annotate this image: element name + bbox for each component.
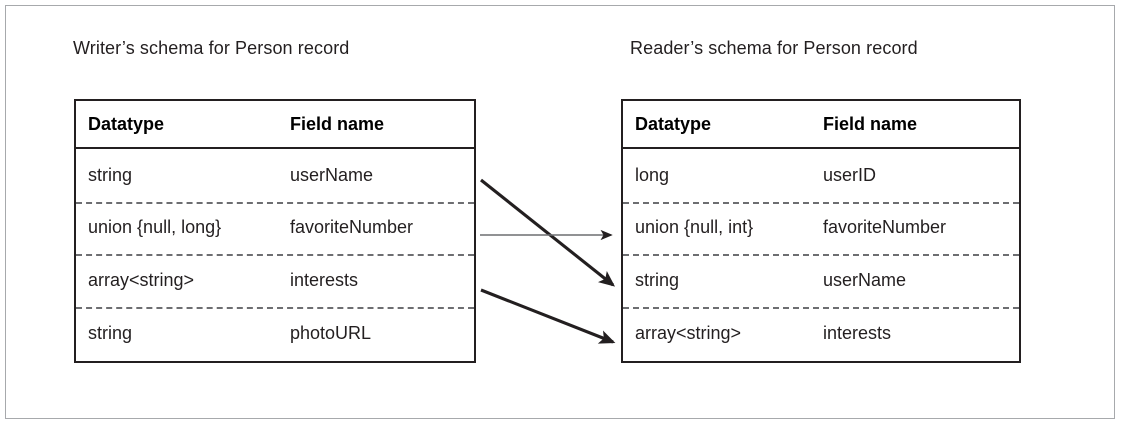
column-header-datatype: Datatype bbox=[88, 113, 165, 134]
cell-field-name: userID bbox=[823, 164, 877, 185]
cell-field-name: favoriteNumber bbox=[290, 217, 414, 238]
table-row: string userName bbox=[76, 149, 474, 202]
table-row: union {null, int} favoriteNumber bbox=[623, 201, 1019, 255]
table-header-row: Datatype Field name bbox=[76, 101, 474, 149]
cell-field-name: interests bbox=[823, 322, 892, 343]
cell-field-name: interests bbox=[290, 269, 359, 290]
cell-datatype: union {null, int} bbox=[635, 217, 754, 238]
writer-schema-table: Datatype Field name string userName unio… bbox=[74, 99, 476, 363]
cell-datatype: string bbox=[635, 269, 680, 290]
cell-datatype: array<string> bbox=[635, 322, 742, 343]
cell-field-name: favoriteNumber bbox=[823, 217, 947, 238]
cell-datatype: array<string> bbox=[88, 269, 195, 290]
cell-datatype: string bbox=[88, 322, 133, 343]
writer-schema-caption: Writer’s schema for Person record bbox=[73, 38, 350, 58]
cell-datatype: union {null, long} bbox=[88, 217, 222, 238]
table-header-row: Datatype Field name bbox=[623, 101, 1019, 149]
table-row: long userID bbox=[623, 149, 1019, 202]
cell-field-name: userName bbox=[823, 269, 907, 290]
column-header-field-name: Field name bbox=[823, 113, 918, 134]
column-header-datatype: Datatype bbox=[635, 113, 712, 134]
reader-schema-table: Datatype Field name long userID union {n… bbox=[621, 99, 1021, 363]
table-row: string photoURL bbox=[76, 306, 474, 360]
table-row: array<string> interests bbox=[623, 306, 1019, 360]
cell-field-name: photoURL bbox=[290, 322, 372, 343]
table-row: string userName bbox=[623, 254, 1019, 307]
reader-schema-caption: Reader’s schema for Person record bbox=[630, 38, 918, 58]
cell-datatype: long bbox=[635, 164, 670, 185]
cell-field-name: userName bbox=[290, 164, 374, 185]
table-row: union {null, long} favoriteNumber bbox=[76, 201, 474, 255]
table-row: array<string> interests bbox=[76, 254, 474, 307]
column-header-field-name: Field name bbox=[290, 113, 385, 134]
cell-datatype: string bbox=[88, 164, 133, 185]
